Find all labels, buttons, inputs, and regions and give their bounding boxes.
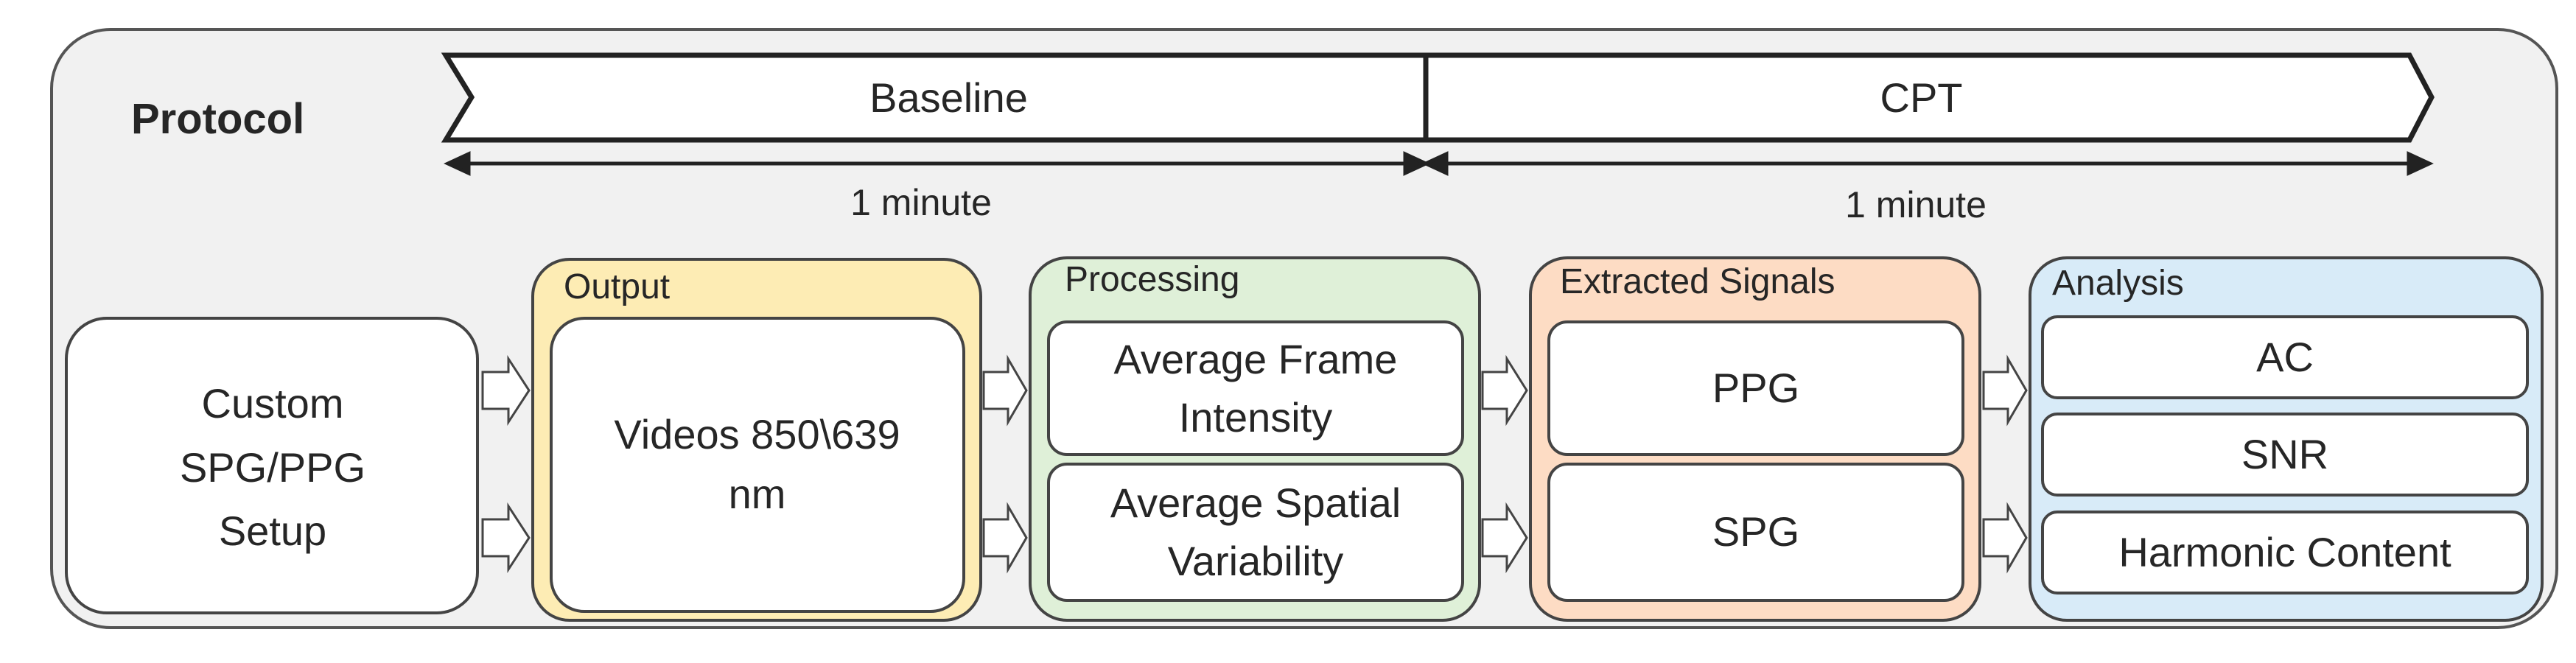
cpt-duration-label: 1 minute <box>1845 184 1987 225</box>
cpt-label: CPT <box>1880 74 1963 122</box>
average-spatial-variability-label: Average Spatial Variability <box>1110 480 1401 584</box>
average-frame-intensity-label: Average Frame Intensity <box>1113 336 1398 441</box>
arrow-output-to-processing-1 <box>982 354 1028 427</box>
box-videos <box>550 317 965 613</box>
box-ac <box>2041 315 2529 399</box>
flow-arrows <box>481 354 2028 574</box>
harmonic-content-label: Harmonic Content <box>2118 529 2451 576</box>
spg-label: SPG <box>1712 508 1800 555</box>
box-harmonic-content <box>2041 511 2529 594</box>
stage-analysis-title: Analysis <box>2052 264 2184 303</box>
stage-signals-title: Extracted Signals <box>1560 262 1835 301</box>
ac-label: AC <box>2256 334 2314 381</box>
cpt-duration-arrow <box>1421 151 2434 176</box>
baseline-banner <box>441 52 1429 143</box>
stage-output-title: Output <box>564 267 671 306</box>
setup-box <box>65 317 479 614</box>
stage-processing-title: Processing <box>1065 260 1240 299</box>
arrow-signals-to-analysis-2 <box>1982 502 2028 574</box>
setup-label: Custom SPG/PPG Setup <box>179 379 366 555</box>
videos-label: Videos 850\639 nm <box>614 410 900 517</box>
baseline-duration-label: 1 minute <box>850 182 992 223</box>
arrow-setup-to-output-2 <box>481 502 531 574</box>
ppg-label: PPG <box>1712 365 1800 412</box>
box-average-frame-intensity <box>1047 320 1464 456</box>
box-ppg <box>1547 320 1964 456</box>
arrow-signals-to-analysis-1 <box>1982 354 2028 427</box>
arrow-processing-to-signals-1 <box>1481 354 1528 427</box>
box-average-spatial-variability <box>1047 463 1464 602</box>
snr-label: SNR <box>2241 431 2329 478</box>
baseline-duration-arrow <box>444 151 1430 176</box>
arrow-output-to-processing-2 <box>982 502 1028 574</box>
box-snr <box>2041 413 2529 497</box>
protocol-title: Protocol <box>131 95 305 143</box>
arrow-setup-to-output-1 <box>481 354 531 427</box>
baseline-label: Baseline <box>869 74 1028 122</box>
box-spg <box>1547 463 1964 602</box>
arrow-processing-to-signals-2 <box>1481 502 1528 574</box>
